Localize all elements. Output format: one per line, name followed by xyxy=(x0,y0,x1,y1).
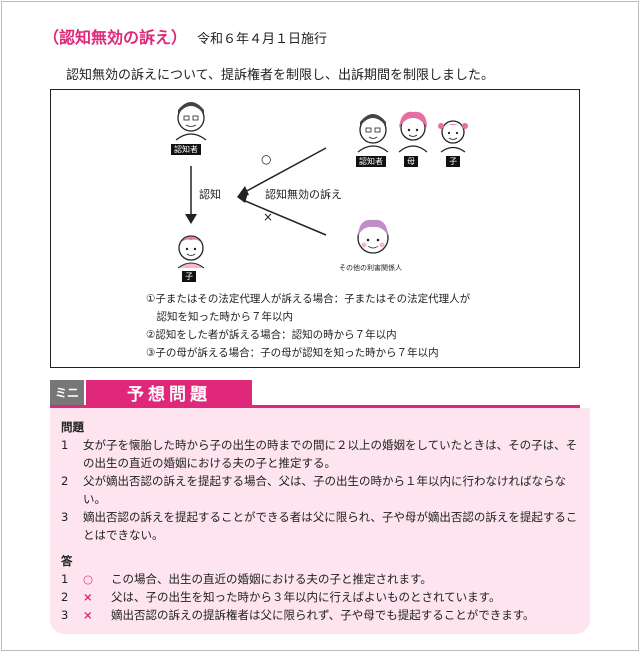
effective-date: 令和６年４月１日施行 xyxy=(197,32,328,47)
ninchisha-figure-icon xyxy=(175,102,207,141)
rule-1: ①子またはその法定代理人が訴える場合：子またはその法定代理人が xyxy=(146,293,471,305)
question-number: 3 xyxy=(61,510,69,524)
answer-mark: × xyxy=(83,590,93,604)
tag-ko-right: 子 xyxy=(446,156,460,167)
right-ko-figure-icon xyxy=(438,120,468,153)
muko-label: 認知無効の訴え xyxy=(265,188,342,201)
section-title: （認知無効の訴え） xyxy=(43,28,188,47)
muko-arrow-lower xyxy=(242,199,327,236)
rules-list: ①子またはその法定代理人が訴える場合：子またはその法定代理人が 認知を知った時か… xyxy=(146,290,470,362)
answer-text: この場合、出生の直近の婚姻における夫の子と推定されます。 xyxy=(111,572,432,586)
ng-mark: × xyxy=(263,210,274,224)
mini-label: ミニ xyxy=(50,380,84,405)
rule-1-cont: 認知を知った時から７年以内 xyxy=(146,311,293,323)
answer-text: 嫡出否認の訴えの提訴権者は父に限られず、子や母でも提起することができます。 xyxy=(111,608,535,622)
question-item: 3 嫡出否認の訴えを提起することができる者は父に限られ、子や母が嫡出否認の訴えを… xyxy=(61,508,581,544)
question-text: 女が子を懐胎した時から子の出生の時までの間に２以上の婚姻をしていたときは、その子… xyxy=(83,438,578,470)
answer-item: 1 ○ この場合、出生の直近の婚姻における夫の子と推定されます。 xyxy=(61,570,581,588)
answer-number: 3 xyxy=(61,608,69,622)
answer-item: 3 × 嫡出否認の訴えの提訴権者は父に限られず、子や母でも提起することができます… xyxy=(61,606,581,624)
ninchi-label: 認知 xyxy=(199,188,221,201)
ok-mark: ○ xyxy=(261,152,272,166)
mini-title: 予想問題 xyxy=(86,380,252,405)
answer-text: 父は、子の出生を知った時から３年以内に行えばよいものとされています。 xyxy=(111,590,501,604)
quiz-box: 問題 1 女が子を懐胎した時から子の出生の時までの間に２以上の婚姻をしていたとき… xyxy=(50,408,590,634)
title-row: （認知無効の訴え） 令和６年４月１日施行 xyxy=(43,24,327,48)
answer-item: 2 × 父は、子の出生を知った時から３年以内に行えばよいものとされています。 xyxy=(61,588,581,606)
answer-number: 2 xyxy=(61,590,69,604)
diagram-illustration xyxy=(175,102,468,269)
question-text: 父が嫡出否認の訴えを提起する場合、父は、子の出生の時から１年以内に行わなければな… xyxy=(83,474,566,506)
question-number: 1 xyxy=(61,438,69,452)
answer-number: 1 xyxy=(61,572,69,586)
right-ninchisha-figure-icon xyxy=(357,114,389,153)
answer-mark: × xyxy=(83,608,93,622)
answers-heading: 答 xyxy=(61,554,73,568)
rule-2: ②認知をした者が訴える場合：認知の時から７年以内 xyxy=(146,329,397,341)
question-number: 2 xyxy=(61,474,69,488)
diagram-box: 認知者 子 認知者 母 子 認知 認知無効の訴え ○ × その他の利害関係人 ①… xyxy=(50,89,580,368)
muko-arrow-upper xyxy=(242,147,327,194)
rule-3: ③子の母が訴える場合：子の母が認知を知った時から７年以内 xyxy=(146,347,439,359)
tag-ninchisha-left: 認知者 xyxy=(171,144,201,155)
question-item: 1 女が子を懐胎した時から子の出生の時までの間に２以上の婚姻をしていたときは、そ… xyxy=(61,436,581,472)
answer-mark: ○ xyxy=(83,572,94,586)
tag-haha: 母 xyxy=(404,156,418,167)
haha-figure-icon xyxy=(398,111,428,153)
question-item: 2 父が嫡出否認の訴えを提起する場合、父は、子の出生の時から１年以内に行わなけれ… xyxy=(61,472,581,508)
tag-ninchisha-right: 認知者 xyxy=(356,156,386,167)
other-party-label: その他の利害関係人 xyxy=(339,264,402,272)
question-text: 嫡出否認の訴えを提起することができる者は父に限られ、子や母が嫡出否認の訴えを提起… xyxy=(83,510,578,542)
other-party-figure-icon xyxy=(357,219,389,254)
questions-heading: 問題 xyxy=(61,420,84,434)
ko-figure-icon xyxy=(177,235,205,269)
tag-ko-left: 子 xyxy=(182,271,196,282)
mini-header: ミニ 予想問題 xyxy=(50,380,580,408)
intro-text: 認知無効の訴えについて、提訴権者を制限し、出訴期間を制限しました。 xyxy=(66,68,494,83)
